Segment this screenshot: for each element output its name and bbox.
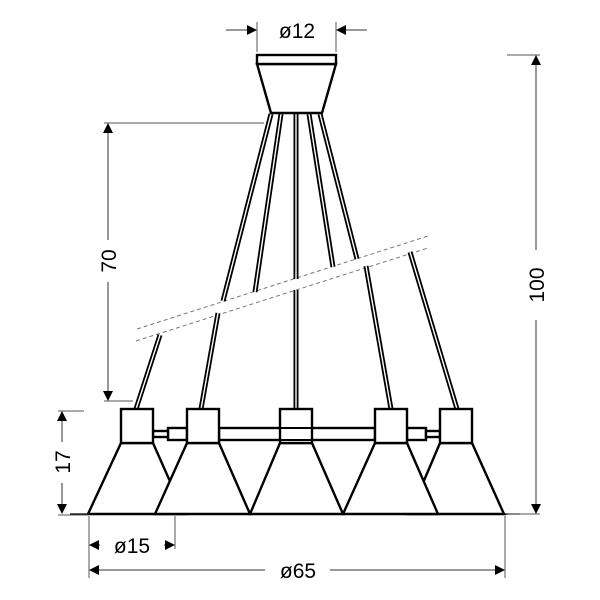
dimension-total-diameter: ø65 [89,516,506,583]
dimension-suspension-length: 70 [98,122,264,402]
shade-4 [341,441,440,516]
shade-3 [248,441,345,516]
wire-4 [306,113,394,410]
lamp-heads [119,407,474,445]
ceiling-canopy [255,53,338,115]
label-total-diameter: ø65 [280,560,316,583]
dimension-canopy-diameter: ø12 [226,20,367,52]
label-total-height: 100 [526,267,549,302]
label-shade-height: 17 [52,450,75,473]
lamp-head-1 [119,407,155,445]
wire-2 [198,113,284,410]
break-lines [135,235,429,342]
dimension-shade-diameter: ø15 [88,516,176,578]
label-shade-diameter: ø15 [114,535,150,558]
wire-1 [133,113,274,410]
label-canopy-diameter: ø12 [279,20,315,43]
lamp-head-4 [373,407,409,445]
label-suspension-length: 70 [98,249,121,272]
lamp-head-5 [438,407,474,445]
dimension-shade-height: 17 [52,410,88,516]
lamp-shades [86,441,506,516]
dimension-total-height: 100 [507,54,549,515]
lamp-head-2 [185,407,221,445]
wire-5 [317,113,460,410]
lamp-head-3 [278,407,314,445]
suspension-wires [133,113,460,410]
